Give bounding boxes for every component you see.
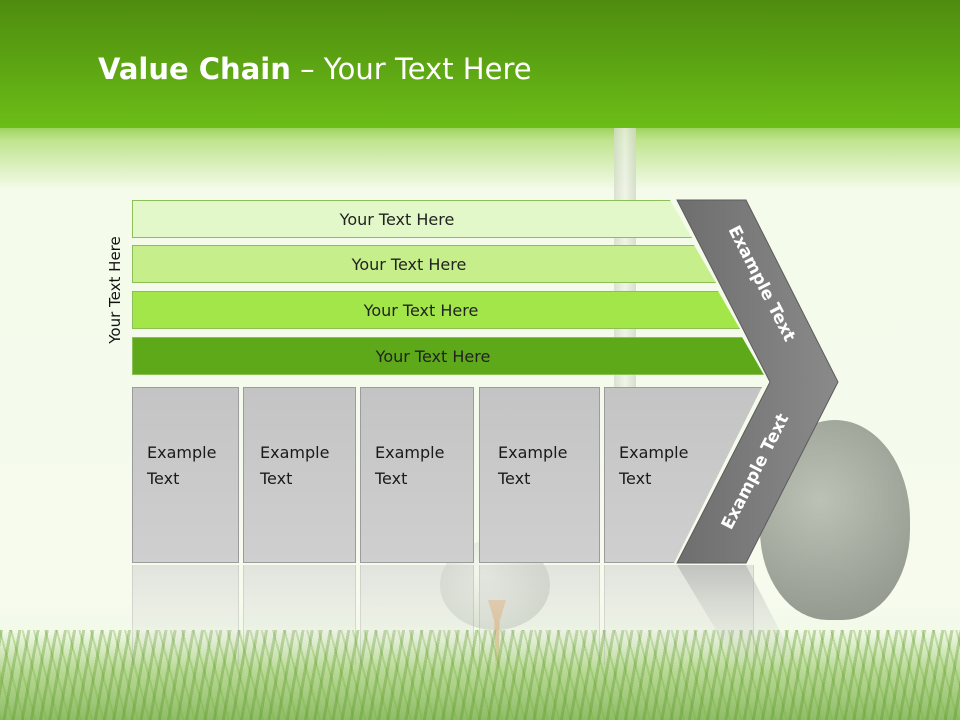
step-box-1-line2: Text xyxy=(147,469,180,488)
step-box-1-line1: Example xyxy=(147,443,217,462)
tier-3-label: Your Text Here xyxy=(363,300,479,320)
tier-4-shape xyxy=(132,337,764,375)
tier-3-shape xyxy=(132,291,740,329)
tier-2[interactable]: Your Text Here xyxy=(132,245,716,283)
step-box-2-line2: Text xyxy=(260,469,293,488)
step-box-5-line2: Text xyxy=(619,469,652,488)
step-box-3-reflection xyxy=(360,565,474,665)
slide-title-rest: – Your Text Here xyxy=(290,52,532,86)
tier-1-label: Your Text Here xyxy=(339,209,455,229)
tier-1[interactable]: Your Text Here xyxy=(132,200,692,238)
step-box-2-line1: Example xyxy=(260,443,330,462)
step-box-4-line1: Example xyxy=(498,443,568,462)
slide-title-bold: Value Chain xyxy=(98,52,291,86)
step-box-3-line2: Text xyxy=(375,469,408,488)
header-band xyxy=(0,0,960,128)
step-box-1-reflection xyxy=(132,565,239,665)
tier-1-shape xyxy=(132,200,692,238)
step-box-2-reflection xyxy=(243,565,356,665)
step-box-4-line2: Text xyxy=(498,469,531,488)
chevron-reflection xyxy=(677,565,800,670)
step-box-5-line1: Example xyxy=(619,443,689,462)
chevron-shape xyxy=(676,199,839,564)
tier-2-label: Your Text Here xyxy=(351,254,467,274)
slide-title: Value Chain – Your Text Here xyxy=(98,52,532,86)
tier-4-label: Your Text Here xyxy=(375,346,491,366)
tier-2-shape xyxy=(132,245,716,283)
tier-4[interactable]: Your Text Here xyxy=(132,337,764,375)
grass-image xyxy=(0,630,960,720)
tier-3[interactable]: Your Text Here xyxy=(132,291,740,329)
step-box-3-line1: Example xyxy=(375,443,445,462)
step-box-4-reflection xyxy=(479,565,600,665)
